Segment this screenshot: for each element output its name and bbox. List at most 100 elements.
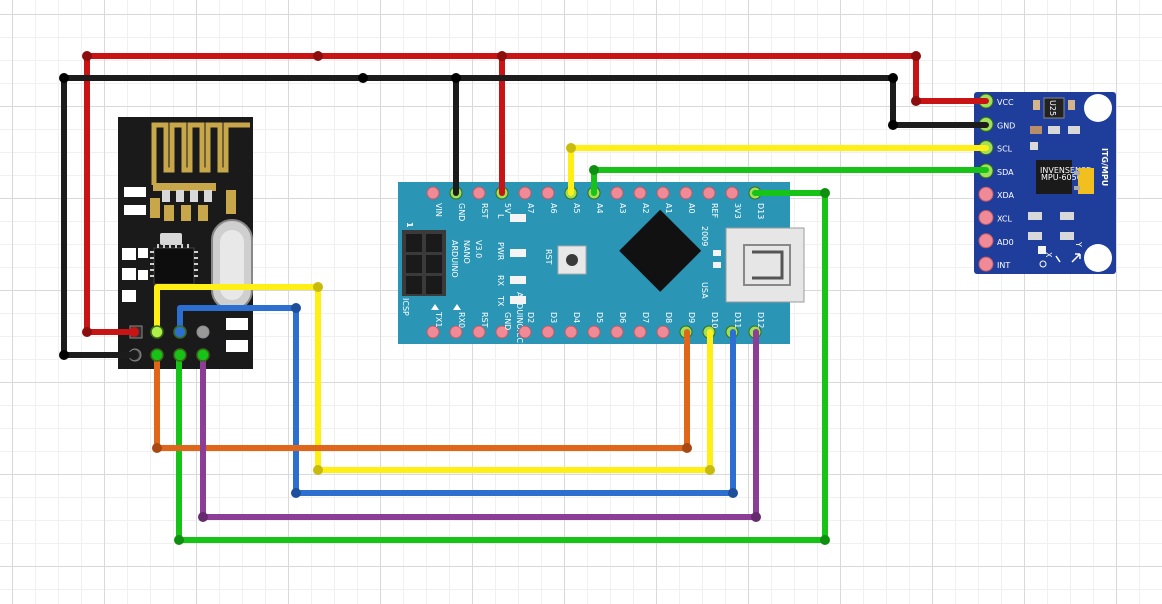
nano-pin-label: A4 <box>595 203 604 214</box>
nano-pin-d6[interactable]: D6 <box>610 312 627 339</box>
nano-pin-gnd[interactable]: GND <box>495 312 512 339</box>
mpu-pin-label: SDA <box>997 168 1014 177</box>
nano-year: 2009 <box>700 226 709 246</box>
mpu-chip <box>1036 160 1072 194</box>
nano-pin-label: A7 <box>526 203 535 214</box>
nano-pin-tx1[interactable]: TX1 <box>426 311 443 339</box>
icsp-label: ICSP <box>401 298 410 316</box>
mpu-axis-y: Y <box>1074 241 1083 247</box>
nano-icsp-header: 1 ICSP <box>401 222 446 316</box>
nano-pin-d8[interactable]: D8 <box>656 312 673 339</box>
reset-label: RST <box>544 249 553 265</box>
nano-pin-a3[interactable]: A3 <box>610 186 627 214</box>
mpu-pin-label: SCL <box>997 145 1013 154</box>
nano-pin-label: A0 <box>687 203 696 214</box>
mpu-pin-label: XDA <box>997 191 1015 200</box>
mpu-pin-label: GND <box>997 121 1015 130</box>
mpu-pin-xcl[interactable]: XCL <box>978 210 1012 225</box>
nano-pin-label: D12 <box>756 312 765 328</box>
nrf-antenna <box>151 122 250 185</box>
mpu-mount-hole-top <box>1084 94 1112 122</box>
nano-pin-label: TX1 <box>434 311 443 327</box>
wire-d11-blue <box>177 305 736 496</box>
mpu-axis-x: X <box>1044 252 1053 258</box>
nano-pin-label: A5 <box>572 203 581 214</box>
nano-pin-a0[interactable]: A0 <box>679 186 696 214</box>
nano-pin-d5[interactable]: D5 <box>587 312 604 339</box>
nano-pin-label: RST <box>480 203 489 219</box>
nano-pin-label: D7 <box>641 312 650 323</box>
nano-pin-label: D2 <box>526 312 535 323</box>
mpu-pin-label: AD0 <box>997 238 1014 247</box>
nrf-pin-ends <box>129 325 210 362</box>
mpu-regulator <box>1043 97 1065 119</box>
mpu-pin-label: INT <box>997 261 1010 270</box>
nano-country: USA <box>700 282 709 299</box>
nano-pin-rst[interactable]: RST <box>472 186 489 219</box>
led-tx-label: TX <box>496 295 505 307</box>
mpu-pin-label: XCL <box>997 215 1012 224</box>
nano-pin-vin[interactable]: VIN <box>426 186 443 217</box>
nano-pin-label: D13 <box>756 203 765 219</box>
nano-pin-label: 5V <box>503 203 512 214</box>
nano-title-2: NANO <box>462 240 471 264</box>
nano-pin-label: D8 <box>664 312 673 323</box>
mpu-axis-symbol: X Y <box>1039 241 1083 268</box>
mpu6050-module: U25 INVENSENSE MPU-6050 ITG/MPU X Y VCC G… <box>974 92 1116 274</box>
arduino-nano: 1 ICSP ARDUINO NANO V3.0 ARDUINO.CC L PW… <box>398 182 805 344</box>
nano-pin-a1[interactable]: A1 <box>656 186 673 214</box>
mpu-chip-text2: MPU-6050 <box>1041 173 1082 182</box>
nano-pin-a2[interactable]: A2 <box>633 186 650 214</box>
wire-d12-purple <box>200 329 759 520</box>
nano-pin-d2[interactable]: D2 <box>518 312 535 339</box>
nano-pin-label: D3 <box>549 312 558 323</box>
mpu-mount-hole-bottom <box>1084 244 1112 272</box>
wire-d9-orange <box>154 329 690 451</box>
nano-pin-label: A3 <box>618 203 627 214</box>
nano-pin-label: D6 <box>618 312 627 323</box>
icsp-number: 1 <box>405 222 414 228</box>
wire-junctions <box>59 51 921 545</box>
nano-pin-a7[interactable]: A7 <box>518 186 535 214</box>
nano-pin-label: D9 <box>687 312 696 323</box>
nano-title-3: V3.0 <box>474 240 483 258</box>
mpu-pin-label: VCC <box>997 98 1014 107</box>
nano-pin-label: VIN <box>434 203 443 217</box>
nano-pin-label: A6 <box>549 203 558 214</box>
nano-pin-label: RX0 <box>457 312 466 328</box>
mpu-pin-int[interactable]: INT <box>978 256 1010 272</box>
nano-title-1: ARDUINO <box>450 240 459 278</box>
nano-pin-d4[interactable]: D4 <box>564 312 581 339</box>
led-l-label: L <box>496 214 505 219</box>
nano-pin-rx0[interactable]: RX0 <box>449 312 466 339</box>
nano-pin-label: D5 <box>595 312 604 323</box>
nano-pin-label: REF <box>710 203 719 219</box>
nrf-chip <box>153 247 195 285</box>
nano-pin-d7[interactable]: D7 <box>633 312 650 339</box>
nano-pin-label: D11 <box>733 312 742 328</box>
nano-pin-label: D4 <box>572 312 581 323</box>
nano-pin-label: A2 <box>641 203 650 214</box>
mpu-pin-ad0[interactable]: AD0 <box>978 233 1014 249</box>
mpu-pin-xda[interactable]: XDA <box>978 186 1015 202</box>
nano-usb-connector <box>725 227 805 303</box>
nano-pin-rst[interactable]: RST <box>472 312 489 339</box>
nano-pin-label: 3V3 <box>733 203 742 219</box>
nano-pin-label: GND <box>503 312 512 330</box>
wire-gnd-black <box>61 75 989 358</box>
nano-pin-ref[interactable]: REF <box>702 186 719 219</box>
nano-pin-label: A1 <box>664 203 673 214</box>
mpu-regulator-text: U25 <box>1048 100 1057 116</box>
nano-board <box>398 182 790 344</box>
nano-website: ARDUINO.CC <box>515 292 524 343</box>
nano-pin-label: GND <box>457 203 466 221</box>
led-rx-label: RX <box>496 275 505 287</box>
nano-pin-3v3[interactable]: 3V3 <box>725 186 742 219</box>
nano-pin-a6[interactable]: A6 <box>541 186 558 214</box>
nano-pin-label: RST <box>480 312 489 328</box>
mpu-title: ITG/MPU <box>1100 148 1109 186</box>
mpu-chip-text1: INVENSENSE <box>1040 166 1091 175</box>
nano-pin-d3[interactable]: D3 <box>541 312 558 339</box>
